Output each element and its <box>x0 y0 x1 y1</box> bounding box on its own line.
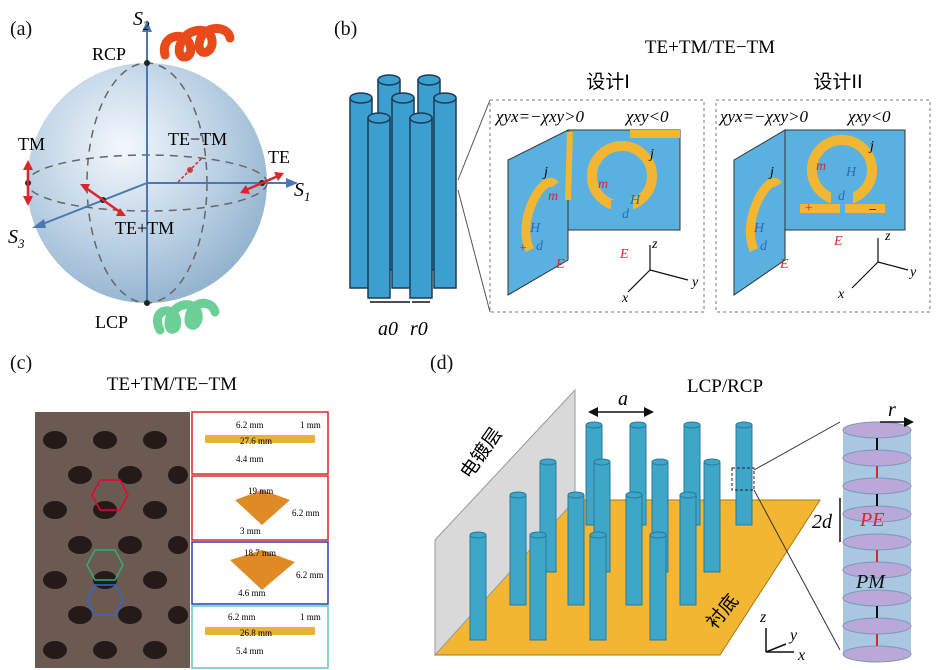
b1-my: m <box>548 189 558 204</box>
b1-Hx: H <box>629 193 641 208</box>
pe-pm-column <box>843 422 911 662</box>
label-r: r <box>888 399 896 421</box>
label-a0: a0 <box>378 318 398 340</box>
label-s1: S1 <box>294 179 311 204</box>
label-te-minus-tm: TE−TM <box>168 129 227 149</box>
panel-b-title: TE+TM/TE−TM <box>645 37 775 58</box>
design1-cond-left: χyx=−χxy>0 <box>494 107 585 126</box>
panel-c-figure: TE+TM/TE−TM 6.2 mm <box>0 350 340 670</box>
label-pe: PE <box>859 509 884 531</box>
label-s3: S3 <box>8 226 25 251</box>
label-r0: r0 <box>410 318 428 340</box>
label-lcp: LCP <box>95 312 128 332</box>
label-tm: TM <box>18 134 45 154</box>
c4-bottom: 5.4 mm <box>236 646 264 656</box>
b2-minus: − <box>868 203 877 218</box>
d-y: y <box>788 627 798 644</box>
label-2d: 2d <box>812 511 833 533</box>
c4-mid: 26.8 mm <box>240 628 272 638</box>
b2-Ex: E <box>779 257 789 272</box>
sample-photo <box>35 412 190 668</box>
b2-dy: d <box>838 189 846 204</box>
b1-x: x <box>621 291 629 306</box>
rcp-helix <box>164 28 230 57</box>
b1-mx: m <box>598 177 608 192</box>
lcp-helix <box>157 303 215 330</box>
b2-y: y <box>908 265 917 280</box>
b2-x: x <box>837 287 845 302</box>
label-rcp: RCP <box>92 44 126 64</box>
b1-z: z <box>651 237 658 252</box>
c4-right: 1 mm <box>300 612 321 622</box>
design1-cond-right: χxy<0 <box>624 107 669 126</box>
c1-mid: 27.6 mm <box>240 436 272 446</box>
panel-b: (b) TE+TM/TE−TM 设计I 设计II a0 r0 χy <box>330 0 951 350</box>
design2-wall-left <box>734 130 785 295</box>
b2-mx: m <box>816 159 826 174</box>
panel-d-title: LCP/RCP <box>687 376 763 397</box>
b1-Hy: H <box>529 221 541 236</box>
b2-Ey: E <box>833 234 843 249</box>
cylinder-lattice <box>350 75 456 302</box>
panel-d: (d) LCP/RCP 电镀层 衬底 <box>340 350 951 670</box>
panel-c-title: TE+TM/TE−TM <box>107 374 237 395</box>
panel-c: (c) TE+TM/TE−TM 6 <box>0 350 340 670</box>
c2-top: 19 mm <box>248 486 273 496</box>
panel-d-figure: LCP/RCP 电镀层 衬底 a <box>340 350 951 670</box>
b2-Hy: H <box>753 221 765 236</box>
label-a: a <box>618 388 628 410</box>
b1-Ex: E <box>555 257 565 272</box>
c1-right: 1 mm <box>300 420 321 430</box>
design1-label: 设计I <box>586 71 630 93</box>
label-pm: PM <box>855 571 886 593</box>
c1-top: 6.2 mm <box>236 420 264 430</box>
c2-bottom: 3 mm <box>240 526 261 536</box>
panel-a: (a) <box>0 0 330 350</box>
b2-z: z <box>884 229 891 244</box>
c4-top: 6.2 mm <box>228 612 256 622</box>
c1-bottom: 4.4 mm <box>236 454 264 464</box>
label-te: TE <box>268 147 290 167</box>
b1-Ey: E <box>619 247 629 262</box>
design2-cond-right: χxy<0 <box>846 107 891 126</box>
c2-right: 6.2 mm <box>292 508 320 518</box>
b1-plus: + <box>518 241 527 256</box>
c3-top: 18.7 mm <box>244 548 276 558</box>
poincare-sphere: S2 S1 S3 RCP LCP TM TE TE−TM TE+TM <box>0 0 330 350</box>
b1-y: y <box>690 275 699 290</box>
design2-label: 设计II <box>813 71 862 93</box>
c3-right: 6.2 mm <box>296 570 324 580</box>
b1-dx: d <box>536 239 544 254</box>
d-x: x <box>797 647 805 664</box>
b1-dy: d <box>622 207 630 222</box>
b2-plus: + <box>804 201 813 216</box>
d-z: z <box>759 609 767 626</box>
label-te-plus-tm: TE+TM <box>115 218 174 238</box>
panel-b-figure: TE+TM/TE−TM 设计I 设计II a0 r0 χyx=−χxy>0 <box>330 0 951 350</box>
b2-dx: d <box>760 239 768 254</box>
c3-bottom: 4.6 mm <box>238 588 266 598</box>
b2-Hx: H <box>845 165 857 180</box>
label-s2: S2 <box>133 8 150 33</box>
design2-cond-left: χyx=−χxy>0 <box>718 107 809 126</box>
